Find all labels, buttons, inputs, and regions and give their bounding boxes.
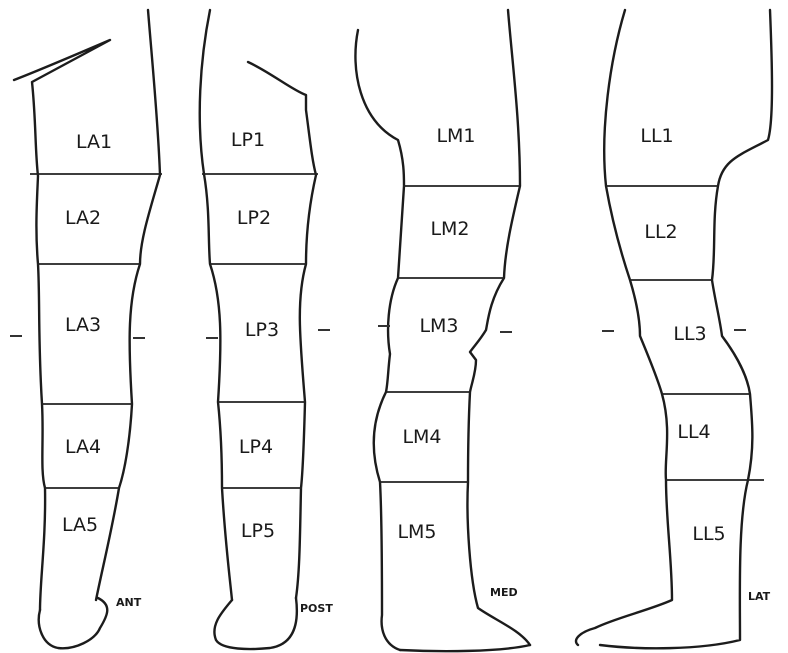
leg-medial-segment-4: LM4	[402, 426, 441, 448]
leg-medial-segment-2: LM2	[430, 218, 469, 240]
leg-anterior-foot-outline	[39, 598, 107, 648]
leg-lateral-segment-3: LL3	[673, 323, 706, 345]
leg-medial-segment-3: LM3	[419, 315, 458, 337]
leg-posterior: LP1 LP2 LP3 LP4 LP5 POST	[200, 10, 334, 649]
leg-anterior-segment-5: LA5	[62, 514, 98, 536]
leg-lateral-segment-1: LL1	[640, 125, 673, 147]
leg-medial-right-outline	[467, 10, 530, 645]
leg-posterior-segment-2: LP2	[237, 207, 271, 229]
leg-posterior-left-outline	[200, 10, 232, 600]
leg-anterior: LA1 LA2 LA3 LA4 LA5 ANT	[10, 10, 162, 648]
leg-posterior-foot-outline	[214, 598, 296, 649]
leg-anterior-view-label: ANT	[116, 596, 142, 609]
leg-lateral-segment-5: LL5	[692, 523, 725, 545]
leg-medial-view-label: MED	[490, 586, 518, 599]
leg-posterior-segment-1: LP1	[231, 129, 265, 151]
leg-anterior-segment-2: LA2	[65, 207, 101, 229]
leg-lateral-segment-4: LL4	[677, 421, 710, 443]
leg-medial-left-outline	[355, 30, 404, 650]
leg-posterior-segment-4: LP4	[239, 436, 273, 458]
leg-anterior-right-outline	[96, 10, 160, 600]
leg-posterior-view-label: POST	[300, 602, 333, 615]
leg-medial-segment-5: LM5	[397, 521, 436, 543]
leg-lateral: LL1 LL2 LL3 LL4 LL5 LAT	[576, 10, 772, 648]
leg-posterior-segment-3: LP3	[245, 319, 279, 341]
leg-anterior-segment-3: LA3	[65, 314, 101, 336]
leg-anterior-segment-1: LA1	[76, 131, 112, 153]
leg-medial: LM1 LM2 LM3 LM4 LM5 MED	[355, 10, 530, 651]
leg-anterior-segment-4: LA4	[65, 436, 101, 458]
leg-posterior-segment-5: LP5	[241, 520, 275, 542]
leg-medial-foot-outline	[400, 645, 530, 651]
leg-lateral-left-outline	[576, 10, 672, 645]
leg-lateral-segment-2: LL2	[644, 221, 677, 243]
leg-medial-segment-1: LM1	[436, 125, 475, 147]
leg-lateral-view-label: LAT	[748, 590, 771, 603]
